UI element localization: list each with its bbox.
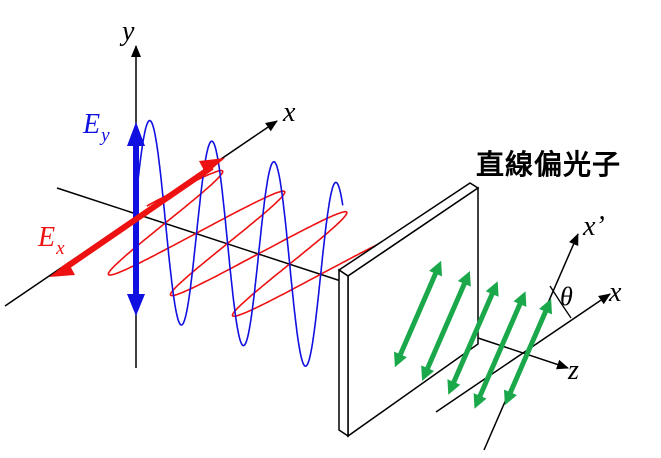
ey-label: Ey <box>82 109 110 146</box>
ey-label-main: E <box>82 109 100 140</box>
transmitted-wave-arrows <box>394 260 552 409</box>
green-arrow-head-icon <box>513 291 527 307</box>
ey-label-sub: y <box>99 125 110 146</box>
ex-double-arrow-icon <box>49 158 225 277</box>
green-arrow-head-icon <box>504 389 517 406</box>
green-arrow-head-icon <box>457 271 471 287</box>
z-axis-label: z <box>567 355 579 386</box>
green-arrow-head-icon <box>429 260 442 277</box>
green-arrow-shaft <box>396 268 440 360</box>
green-arrow-shaft <box>449 289 497 387</box>
theta-arc <box>549 285 572 319</box>
green-arrow-head-icon <box>485 281 499 297</box>
green-arrow-shaft <box>476 299 524 401</box>
green-arrow-head-icon <box>447 379 461 395</box>
green-arrow-head-icon <box>421 365 435 381</box>
green-arrow-head-icon <box>539 298 552 315</box>
x-axis-left-label: x <box>282 97 296 128</box>
y-axis-label: y <box>119 16 135 47</box>
x-prime-axis-label: x’ <box>582 211 605 242</box>
green-arrow-shaft <box>423 279 469 373</box>
ex-label-sub: x <box>55 238 65 259</box>
polarizer-label: 直線偏光子 <box>476 148 621 181</box>
propagation-axis-left <box>56 187 348 284</box>
x-axis-right-label: x <box>608 277 622 308</box>
green-arrow-shaft <box>506 306 550 398</box>
green-arrow-head-icon <box>473 393 487 409</box>
theta-label: θ <box>560 282 573 311</box>
polarizer-plate <box>337 182 480 438</box>
ey-wave-curve <box>135 119 344 368</box>
x-axis-right <box>435 293 611 413</box>
green-arrow-head-icon <box>394 351 407 368</box>
ex-label: Ex <box>37 222 65 259</box>
ex-label-main: E <box>37 222 55 253</box>
